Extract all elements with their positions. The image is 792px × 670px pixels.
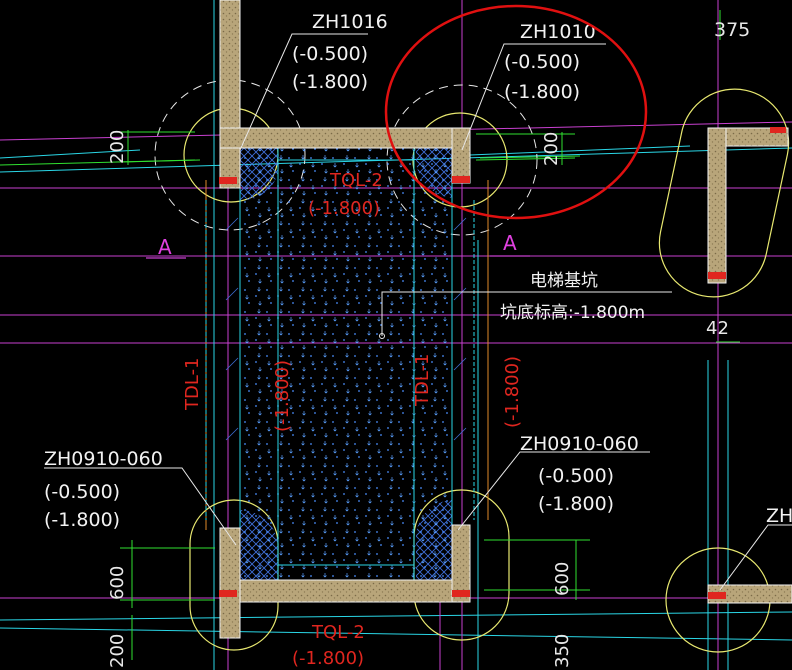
pile-label-bottom-right: ZH0910-060 (-0.500) (-1.800) [520, 433, 639, 515]
beam-elev: (-1.800) [292, 648, 364, 669]
pile-name: ZH1 [766, 505, 792, 527]
pit-leader-dot [379, 333, 385, 339]
pile-bottom-elev: (-1.800) [538, 493, 614, 515]
dim-top-far-right: 375 [714, 19, 750, 41]
pile-bottom-elev: (-1.800) [292, 71, 368, 93]
pile-center-markers [219, 127, 786, 599]
pile-name: ZH0910-060 [44, 448, 163, 470]
dim-top-right: 200 [541, 132, 562, 166]
pit-label: 电梯基坑 坑底标高:-1.800m [500, 271, 645, 323]
pile-name: ZH1010 [520, 21, 596, 43]
pit-diagonal-hatch [225, 217, 467, 441]
dimension-labels: 200 200 600 600 200 350 375 42 [107, 19, 750, 668]
pile-top-elev: (-0.500) [292, 43, 368, 65]
foundation-edge-lines [205, 180, 489, 530]
pile-name: ZH1016 [312, 11, 388, 33]
dim-bottom-left: 600 [107, 566, 128, 600]
pile-bottom-elev: (-1.800) [504, 81, 580, 103]
pile-name: ZH0910-060 [520, 433, 639, 455]
dim-bottom-left-lower: 200 [107, 634, 128, 668]
section-mark-right: A [490, 231, 530, 257]
dim-top-left: 200 [107, 130, 128, 164]
beam-label-right: TDL-1 (-1.800) [412, 353, 523, 428]
elevator-pit-interior [240, 148, 452, 580]
pit-elevation: 坑底标高:-1.800m [500, 303, 645, 323]
dim-bottom-right-lower: 350 [552, 634, 573, 668]
beam-label-left: TDL-1 (-1.800) [182, 357, 293, 432]
beam-name: TDL-1 [412, 353, 433, 407]
beam-elev: (-1.800) [502, 356, 523, 428]
highlight-circle [384, 4, 648, 220]
leader-lines [44, 33, 792, 591]
beam-name: TQL-2 [311, 622, 365, 643]
pile-top-elev: (-0.500) [504, 51, 580, 73]
beam-label-bottom: TQL-2 (-1.800) [292, 622, 365, 669]
dimension-lines [115, 10, 740, 660]
walls [219, 0, 792, 639]
beam-name: TDL-1 [182, 357, 203, 411]
pile-label-far-right: ZH1 [766, 505, 792, 527]
section-label-left: A [158, 235, 172, 259]
section-label-right: A [503, 231, 517, 255]
pile-label-top-left: ZH1016 (-0.500) (-1.800) [292, 11, 388, 93]
pile-label-top-right: ZH1010 (-0.500) (-1.800) [504, 21, 596, 103]
dim-side-far-right: 42 [706, 318, 729, 339]
pile-label-bottom-left: ZH0910-060 (-0.500) (-1.800) [44, 448, 163, 531]
beam-name: TQL-2 [329, 170, 383, 191]
beam-label-top: TQL-2 (-1.800) [308, 170, 383, 219]
beam-elev: (-1.800) [272, 360, 293, 432]
pile-top-elev: (-0.500) [538, 465, 614, 487]
pile-top-elev: (-0.500) [44, 481, 120, 503]
pile-bottom-elev: (-1.800) [44, 509, 120, 531]
pit-title: 电梯基坑 [530, 271, 598, 291]
beam-elev: (-1.800) [308, 198, 380, 219]
section-mark-left: A [146, 235, 186, 259]
dim-bottom-right: 600 [552, 562, 573, 596]
